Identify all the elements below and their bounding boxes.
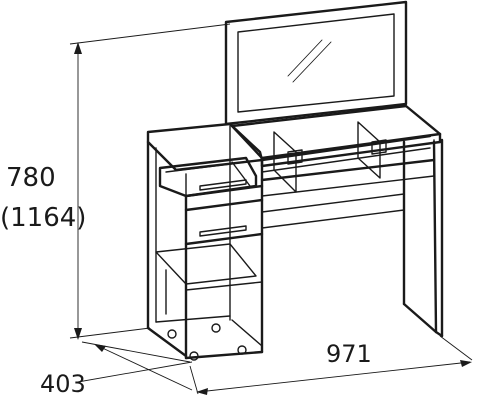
depth-arrow-start [94,344,106,352]
cabinet-bottom-right [231,319,263,347]
depth-dimension [77,341,193,391]
cabinet-front-bottom [184,350,264,360]
desk-top-front-edge [260,140,442,168]
pedestal-cabinet [146,125,264,361]
shelf-inner-rail [261,147,431,173]
mirror-frame [224,0,408,126]
cabinet-shelf-middle-front [185,281,263,291]
lower-drawer-bottom [184,232,264,246]
lower-drawer-top [184,198,264,212]
caster-wheel-rear-left [167,329,177,339]
caster-wheel-rear-right [211,323,221,333]
height-alt-label: (1164) [0,203,86,233]
drawer-side-right [231,161,251,187]
drawer-front-bottom [184,184,264,198]
desk-frame [261,138,444,338]
top-shelf [260,121,436,197]
width-extension-right [439,335,473,361]
width-label: 971 [326,340,372,368]
drawer-open [158,156,258,198]
caster-wheel-front-left [189,351,199,361]
cabinet-shelf-middle [155,243,257,285]
depth-extension-front [77,361,193,383]
width-dimension-line [197,361,471,393]
height-extension-bottom [69,327,151,339]
depth-label: 403 [40,370,86,398]
width-dimension [189,335,473,395]
right-leg-front-edge [432,140,438,334]
height-dimension [69,23,231,340]
shelf-clip-left [287,149,303,165]
width-extension-left [189,365,199,395]
drawer-handle-lower [199,225,247,237]
right-leg-foot [434,330,444,338]
drawer-handle-upper [199,179,247,191]
height-arrow-top [74,42,82,54]
width-arrow-right [460,360,472,367]
shelf-inner-top [260,134,432,162]
height-extension-top [69,23,231,45]
cabinet-bottom-left [146,326,188,358]
caster-wheel-front-right [237,345,247,355]
mirror-glass [237,13,395,113]
cabinet-floor-rear [155,315,231,323]
back-panel-bottom [261,209,405,229]
mirror [224,0,408,126]
mirror-reflection-line-2 [292,41,332,83]
shelf-bottom-lower [261,175,435,197]
height-arrow-bottom [74,328,82,340]
shelf-bottom-front [260,158,436,182]
height-label: 780 [6,163,56,193]
width-arrow-left [196,388,208,395]
mirror-reflection-line-1 [287,39,323,77]
right-leg-bottom [402,302,438,334]
back-panel-top [261,193,405,213]
depth-dimension-line [95,344,193,391]
shelf-clip-right [371,139,387,155]
